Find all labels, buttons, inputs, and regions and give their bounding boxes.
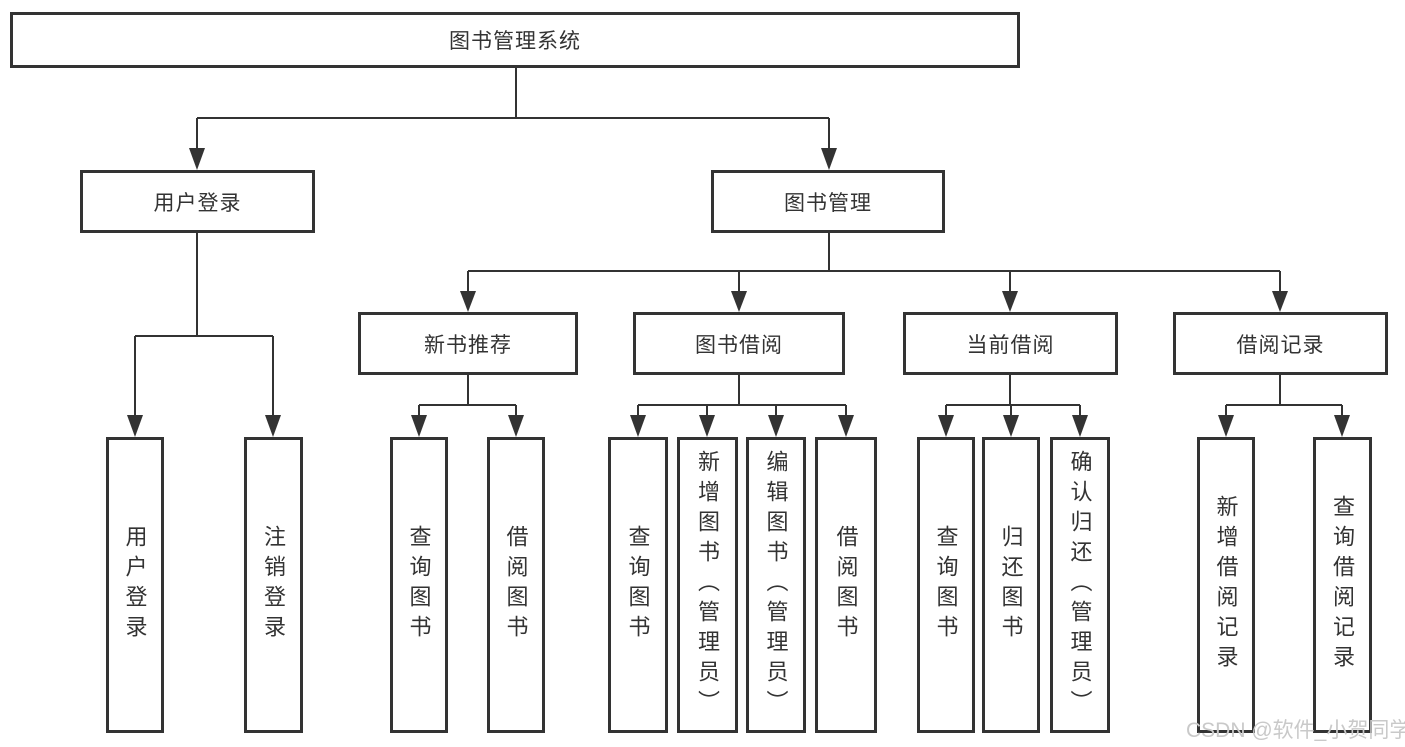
- connector-book-borrow-to-leaves: [630, 375, 854, 437]
- node-label: 注销登录: [261, 525, 287, 645]
- node-label: 借阅图书: [503, 525, 529, 645]
- connector-user-login-to-leaves: [127, 233, 281, 437]
- leaf-records-query-record: 查询借阅记录: [1313, 437, 1372, 733]
- node-label: 确认归还（管理员）: [1067, 450, 1093, 720]
- leaf-borrow-query-book: 查询图书: [608, 437, 668, 733]
- node-label: 图书借阅: [695, 333, 783, 357]
- arrowhead-down-icon: [938, 415, 954, 437]
- arrowhead-down-icon: [731, 291, 747, 312]
- node-new-book-recommend: 新书推荐: [358, 312, 578, 375]
- node-current-borrow: 当前借阅: [903, 312, 1118, 375]
- arrowhead-down-icon: [508, 415, 524, 437]
- arrowhead-down-icon: [1003, 415, 1019, 437]
- node-borrow-records: 借阅记录: [1173, 312, 1388, 375]
- leaf-borrow-edit-book-admin: 编辑图书（管理员）: [746, 437, 806, 733]
- leaf-borrow-add-book-admin: 新增图书（管理员）: [677, 437, 738, 733]
- node-label: 图书管理: [784, 191, 872, 215]
- node-label: 查询图书: [625, 525, 651, 645]
- arrowhead-down-icon: [411, 415, 427, 437]
- connector-new-book-recommend-to-leaves: [411, 375, 524, 437]
- node-label: 编辑图书（管理员）: [763, 450, 789, 720]
- node-label: 借阅图书: [833, 525, 859, 645]
- connector-current-borrow-to-leaves: [938, 375, 1088, 437]
- arrowhead-down-icon: [1334, 415, 1350, 437]
- leaf-newbook-borrow-book: 借阅图书: [487, 437, 545, 733]
- node-label: 用户登录: [122, 525, 148, 645]
- leaf-borrow-borrow-book: 借阅图书: [815, 437, 877, 733]
- node-book-management: 图书管理: [711, 170, 945, 233]
- node-label: 新增图书（管理员）: [695, 450, 721, 720]
- node-book-borrow: 图书借阅: [633, 312, 845, 375]
- leaf-current-query-book: 查询图书: [917, 437, 975, 733]
- node-label: 查询借阅记录: [1330, 495, 1356, 675]
- node-label: 查询图书: [933, 525, 959, 645]
- connector-line: [418, 375, 517, 417]
- leaf-newbook-query-book: 查询图书: [390, 437, 448, 733]
- arrowhead-down-icon: [1272, 291, 1288, 312]
- leaf-userlogin-login: 用户登录: [106, 437, 164, 733]
- node-label: 当前借阅: [966, 333, 1055, 357]
- connector-line: [1225, 375, 1343, 417]
- leaf-records-add-record: 新增借阅记录: [1197, 437, 1255, 733]
- arrowhead-down-icon: [1218, 415, 1234, 437]
- connector-line: [637, 375, 847, 417]
- node-label: 用户登录: [153, 191, 242, 215]
- node-label: 归还图书: [998, 525, 1024, 645]
- csdn-watermark: CSDN @软件_小贺同学: [1186, 719, 1405, 742]
- arrowhead-down-icon: [460, 291, 476, 312]
- arrowhead-down-icon: [127, 415, 143, 437]
- node-label: 新书推荐: [424, 333, 512, 357]
- node-label: 新增借阅记录: [1213, 495, 1239, 675]
- node-system-root: 图书管理系统: [10, 12, 1020, 68]
- connector-line: [945, 375, 1081, 417]
- node-user-login: 用户登录: [80, 170, 315, 233]
- arrowhead-down-icon: [699, 415, 715, 437]
- connector-line: [467, 233, 1281, 293]
- node-label: 借阅记录: [1236, 333, 1325, 357]
- node-label: 查询图书: [406, 525, 432, 645]
- arrowhead-down-icon: [768, 415, 784, 437]
- arrowhead-down-icon: [821, 148, 837, 170]
- arrowhead-down-icon: [1072, 415, 1088, 437]
- arrowhead-down-icon: [630, 415, 646, 437]
- arrowhead-down-icon: [265, 415, 281, 437]
- connector-book-management-to-level3: [460, 233, 1288, 312]
- leaf-current-confirm-return-admin: 确认归还（管理员）: [1050, 437, 1110, 733]
- connector-root-to-level2: [189, 68, 837, 170]
- arrowhead-down-icon: [189, 148, 205, 170]
- connector-borrow-records-to-leaves: [1218, 375, 1350, 437]
- node-label: 图书管理系统: [449, 30, 581, 53]
- arrowhead-down-icon: [1002, 291, 1018, 312]
- connector-line: [134, 233, 274, 417]
- leaf-userlogin-logout: 注销登录: [244, 437, 303, 733]
- connector-line: [196, 68, 830, 150]
- leaf-current-return-book: 归还图书: [982, 437, 1040, 733]
- arrowhead-down-icon: [838, 415, 854, 437]
